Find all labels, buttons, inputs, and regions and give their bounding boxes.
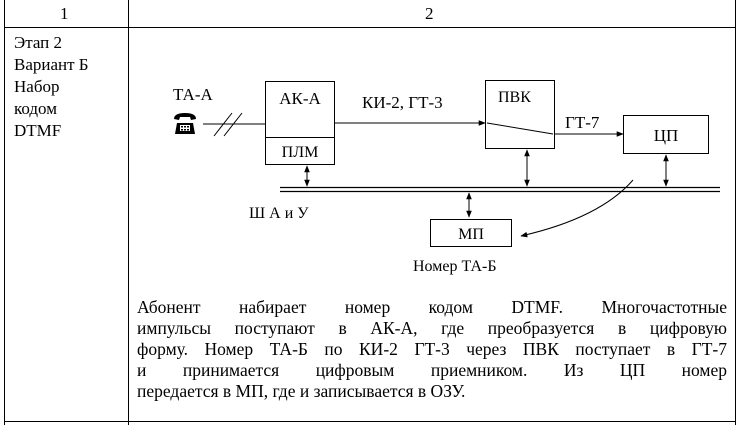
- description-line: и принимается цифровым приемником. Из ЦП…: [137, 360, 727, 380]
- plm-block: [265, 137, 335, 165]
- nomer-label: Номер ТА-Б: [413, 258, 497, 275]
- line-hatch: [213, 112, 233, 137]
- line-hatch: [223, 112, 243, 137]
- description-line: Абонент набирает номер кодом DTMF. Много…: [137, 297, 727, 317]
- description-line: импульсы поступают в АК-А, где преобразу…: [137, 318, 727, 338]
- cp-to-mp-arrow: [520, 179, 634, 238]
- stage-line: Набор: [14, 77, 60, 96]
- mp-label: МП: [458, 226, 484, 243]
- bus-label: Ш А и У: [249, 205, 309, 222]
- ta-a-label: ТА-А: [173, 85, 213, 104]
- stage-line: кодом: [14, 99, 57, 118]
- stage-line: Вариант Б: [14, 55, 89, 74]
- column-header-1: 1: [60, 4, 69, 23]
- telephone-icon: [174, 113, 196, 134]
- description-line: форму. Номер ТА-Б по КИ-2 ГТ-3 через ПВК…: [137, 339, 727, 359]
- stage-line: Этап 2: [14, 33, 63, 52]
- column-header-2: 2: [425, 4, 434, 23]
- plm-label: ПЛМ: [282, 144, 319, 161]
- cp-block: [623, 115, 709, 154]
- pvk-block: [485, 80, 555, 149]
- stage-description: Этап 2 Вариант Б Набор кодом DTMF: [14, 32, 124, 142]
- pvk-label: ПВК: [498, 89, 531, 106]
- gt7-label: ГТ-7: [565, 113, 600, 132]
- pvk-switch-line: [486, 122, 554, 135]
- mp-block: [430, 219, 512, 247]
- description-line: передается в МП, где и записывается в ОЗ…: [137, 381, 466, 401]
- ak-a-label: АК-А: [279, 89, 321, 108]
- cp-label: ЦП: [654, 126, 679, 145]
- ki-gt-label: КИ-2, ГТ-3: [362, 93, 443, 112]
- stage-line: DTMF: [14, 121, 62, 140]
- description-paragraph: Абонент набирает номер кодом DTMF. Много…: [137, 297, 727, 402]
